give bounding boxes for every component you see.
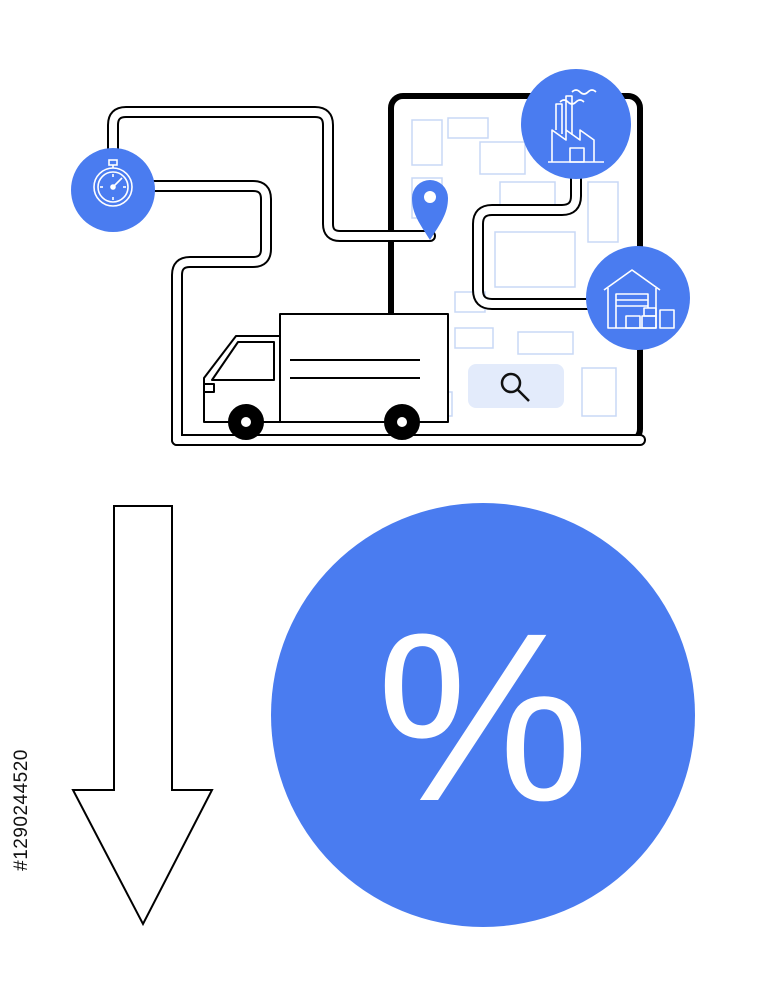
percent-badge: %	[271, 503, 695, 927]
stock-id-label: #1290244520	[11, 640, 32, 980]
map-pin-icon	[412, 180, 448, 240]
percent-symbol: %	[376, 583, 589, 851]
stopwatch-icon	[93, 159, 133, 207]
stopwatch-badge	[71, 148, 155, 232]
search-icon	[500, 372, 530, 402]
warehouse-icon	[603, 269, 675, 329]
delivery-truck-icon	[203, 313, 449, 440]
search-bar	[468, 364, 564, 408]
down-arrow-icon	[71, 505, 214, 927]
factory-badge	[521, 69, 631, 179]
map-blocks	[411, 117, 619, 417]
warehouse-badge	[586, 246, 690, 350]
factory-icon	[548, 89, 604, 163]
stock-id-text: #1290244520	[11, 749, 32, 871]
route-roads	[107, 106, 646, 446]
